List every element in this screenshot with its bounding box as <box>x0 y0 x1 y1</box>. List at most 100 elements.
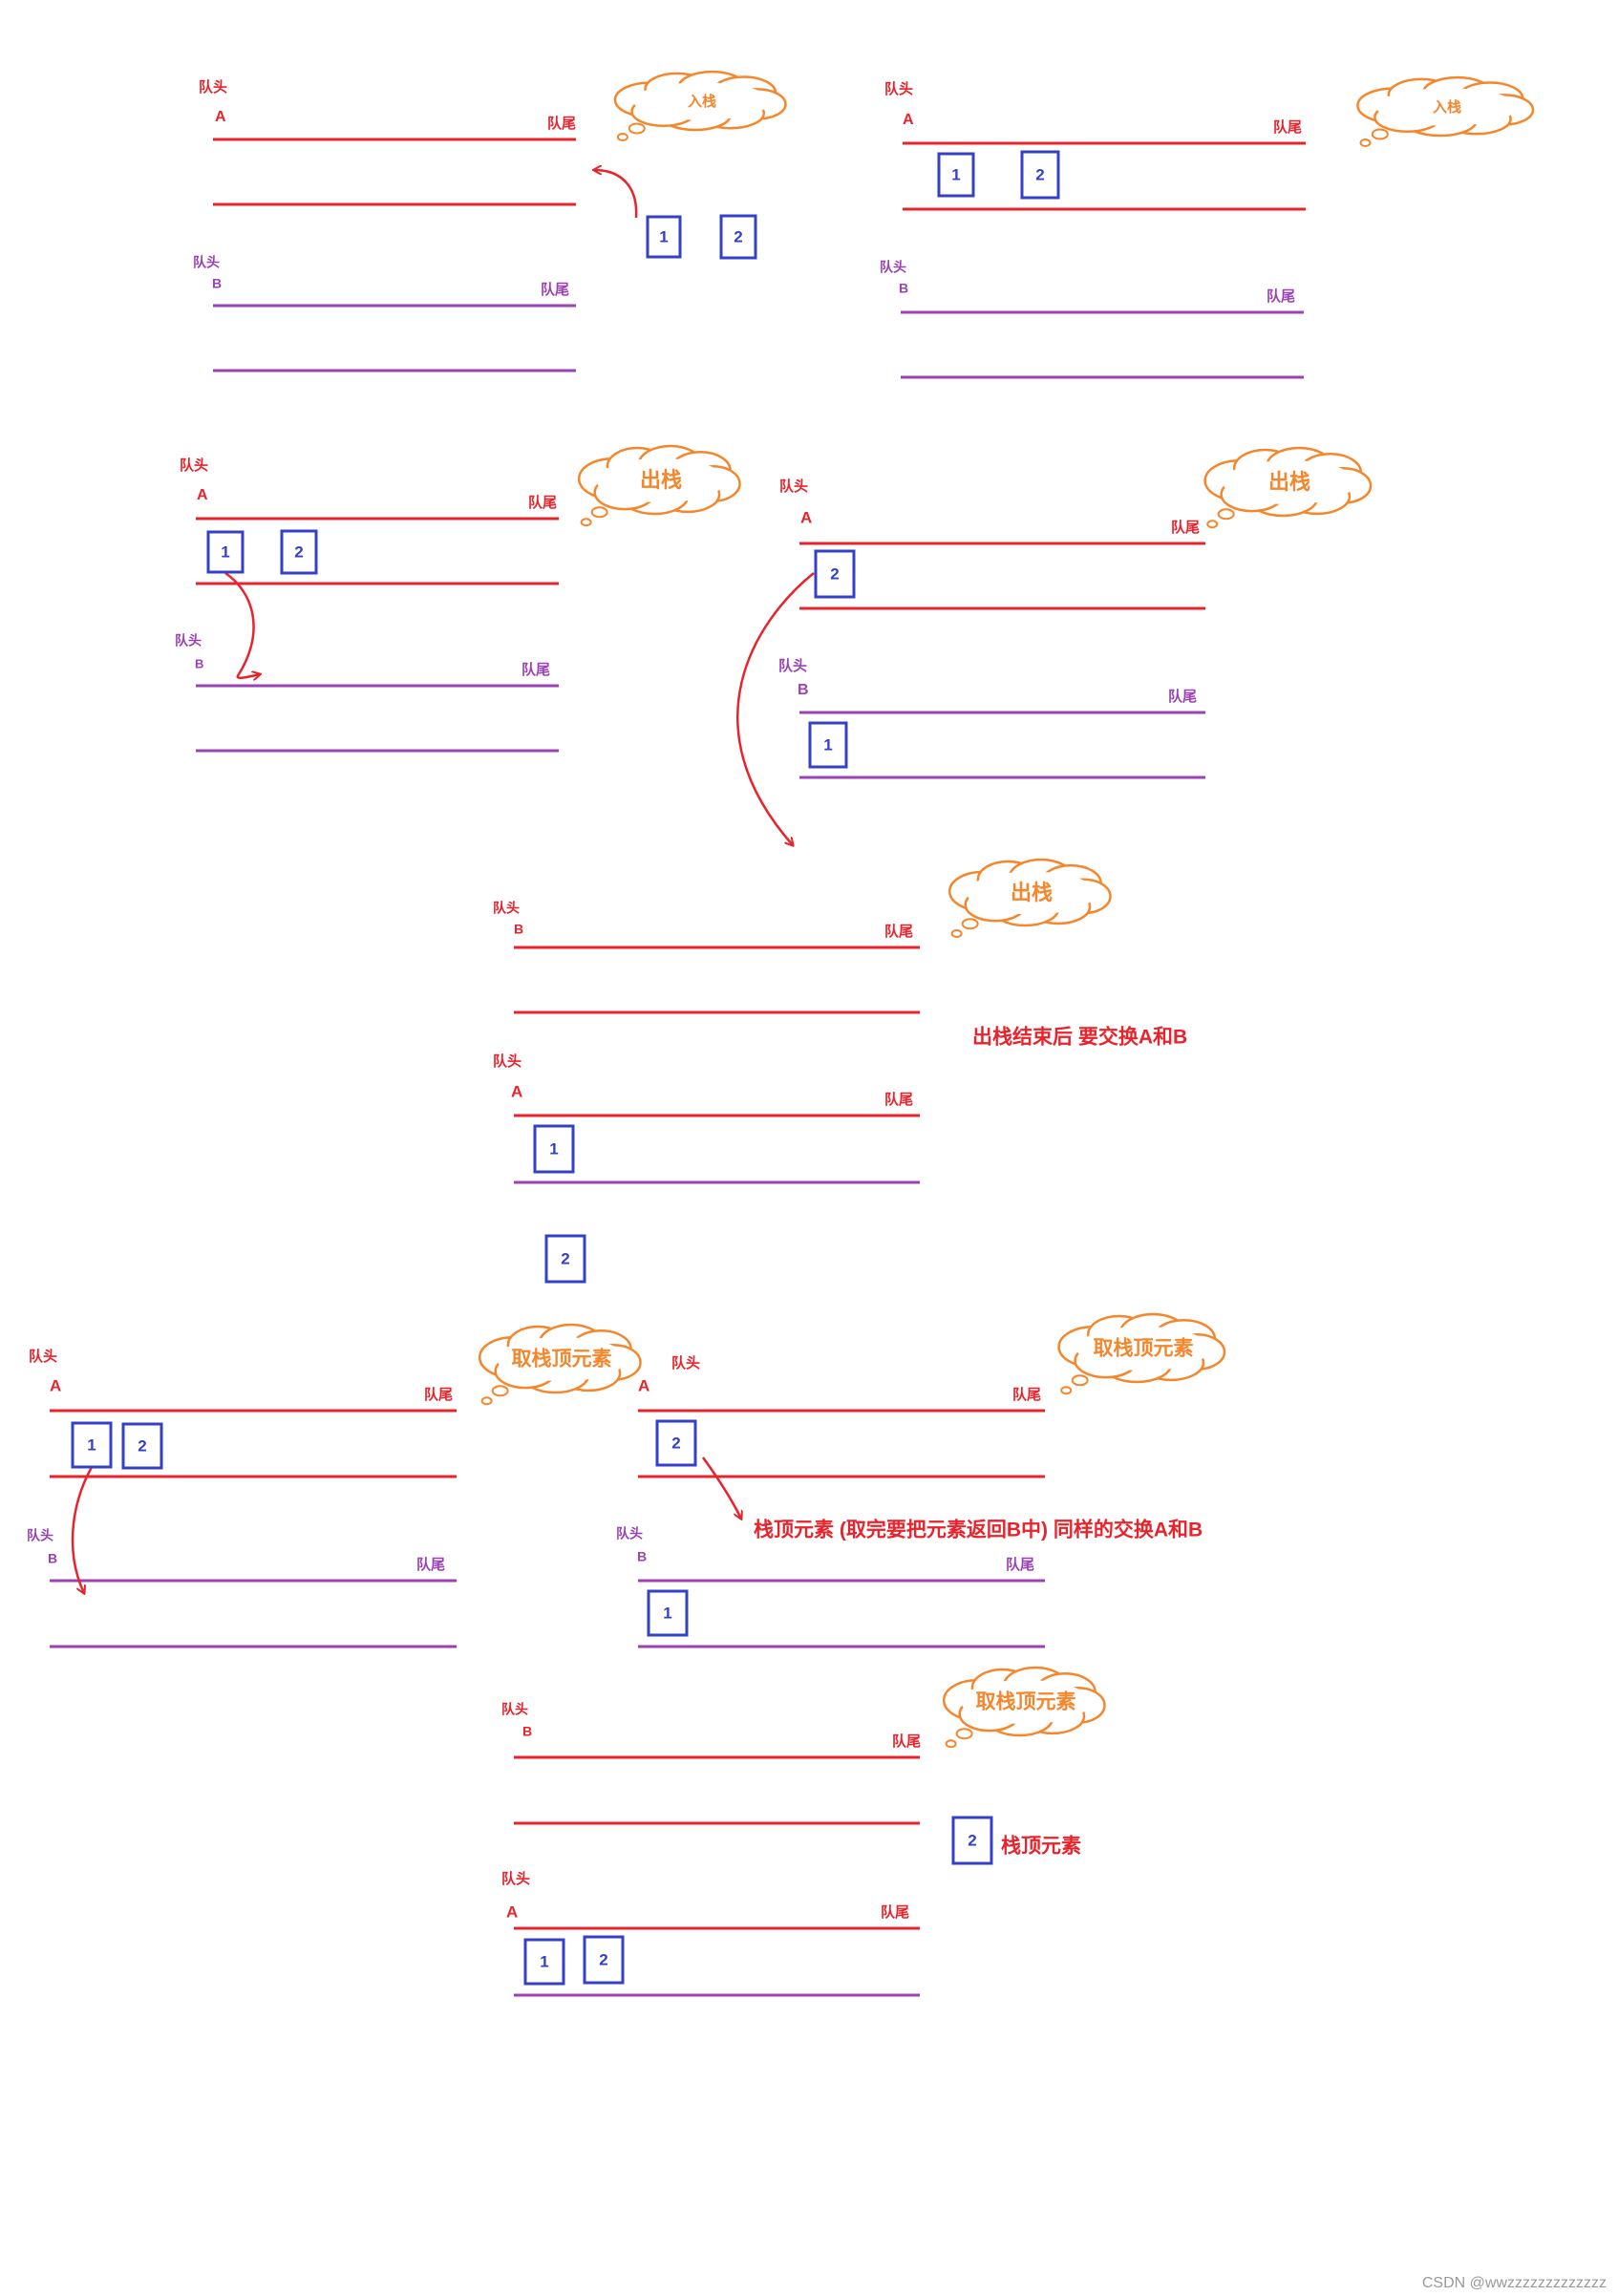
queue-name-label: A <box>638 1376 649 1394</box>
element-box-2-label: 2 <box>830 564 839 583</box>
queue-tail-label: 队尾 <box>1168 688 1197 705</box>
pop-bubble-1-label: 出栈 <box>640 468 682 492</box>
element-box-1 <box>533 1124 575 1174</box>
queue-tail-label: 队尾 <box>884 1091 913 1108</box>
queue-tail-label: 队尾 <box>884 923 913 940</box>
element-box-2 <box>814 549 856 599</box>
queue-head-label: 队头 <box>180 457 208 474</box>
element-box-2-label: 2 <box>138 1436 146 1455</box>
pop-bubble-3-fill <box>967 871 1096 915</box>
pop-bubble-3-label: 出栈 <box>1011 881 1053 904</box>
csdn-watermark: CSDN @wwzzzzzzzzzzzzz <box>1421 2275 1607 2291</box>
element-box-2-label: 2 <box>671 1434 680 1452</box>
queue-tail-label: 队尾 <box>416 1556 445 1573</box>
element-box-1 <box>647 1589 689 1637</box>
pop-bubble-1 <box>577 444 741 527</box>
peek-bubble-2-label: 取栈顶元素 <box>1094 1337 1194 1360</box>
swap-after-pop-note: 出栈结束后 要交换A和B <box>972 1026 1187 1049</box>
peek-bubble-1 <box>478 1323 642 1406</box>
queue-tail-label: 队尾 <box>1006 1556 1034 1573</box>
queue-name-label: A <box>800 508 812 526</box>
element-box-2 <box>583 1935 625 1985</box>
queue-head-label: 队头 <box>493 901 520 916</box>
top-return-swap-note: 栈顶元素 (取完要把元素返回B中) 同样的交换A和B <box>754 1519 1203 1541</box>
push-bubble-1-label: 入栈 <box>688 93 716 110</box>
queue-tail-label: 队尾 <box>1171 519 1200 536</box>
element-box-2 <box>655 1419 697 1467</box>
peek-bubble-2 <box>1057 1312 1226 1395</box>
peek-bubble-2-tail-puff-small <box>1060 1386 1073 1395</box>
queue-name-label: A <box>903 112 914 128</box>
element-box-2-label: 2 <box>294 542 303 561</box>
queue-head-label: 队头 <box>501 1702 528 1717</box>
queue-tail-label: 队尾 <box>1267 287 1295 305</box>
top-element-note: 栈顶元素 <box>1001 1835 1081 1858</box>
peek-bubble-3-label: 取栈顶元素 <box>976 1690 1076 1713</box>
peek-arrow-1 <box>71 1466 94 1593</box>
peek-bubble-2-fill <box>1076 1326 1210 1371</box>
queue-head-label: 队头 <box>501 1870 530 1887</box>
pop-bubble-3-tail-puff-small <box>950 929 963 938</box>
peek-bubble-3 <box>942 1666 1106 1749</box>
queue-tail-label: 队尾 <box>892 1733 921 1750</box>
queue-name-label: A <box>215 109 226 125</box>
queue-name-label: B <box>212 276 222 291</box>
push-bubble-2 <box>1356 75 1535 147</box>
pop-bubble-2-tail-puff <box>1217 508 1235 521</box>
element-box-1 <box>808 721 848 769</box>
push-bubble-2-tail-puff <box>1371 128 1389 140</box>
push-arrow <box>594 170 638 219</box>
queue-head-label: 队头 <box>175 633 202 648</box>
pop-bubble-1-tail-puff-small <box>580 518 592 527</box>
queue-name-label: B <box>48 1551 57 1566</box>
queue-tail-label: 队尾 <box>424 1386 453 1403</box>
element-box-1-label: 1 <box>663 1604 671 1622</box>
element-box-2 <box>719 214 757 260</box>
peek-bubble-2-tail-puff <box>1071 1374 1089 1387</box>
push-bubble-2-label: 入栈 <box>1433 98 1461 116</box>
queue-name-label: A <box>197 487 208 503</box>
element-box-1-label: 1 <box>87 1435 96 1454</box>
element-box-1-label: 1 <box>221 542 229 561</box>
element-box-1 <box>71 1421 113 1469</box>
queue-name-label: B <box>899 281 908 296</box>
element-box-2-label: 2 <box>599 1950 607 1968</box>
pop-arrow-1 <box>224 571 260 678</box>
queue-tail-label: 队尾 <box>541 281 569 298</box>
push-bubble-1-tail-puff <box>628 122 646 135</box>
pop-arrow-2 <box>736 572 815 845</box>
queue-head-label: 队头 <box>884 80 913 97</box>
push-bubble-2-fill <box>1376 88 1518 126</box>
element-box-2 <box>1020 150 1060 200</box>
queue-name-label: A <box>511 1082 522 1100</box>
queue-head-label: 队头 <box>29 1348 57 1365</box>
push-bubble-2-tail-puff-small <box>1359 138 1372 147</box>
pop-bubble-3 <box>947 858 1112 938</box>
element-box-2 <box>951 1816 993 1865</box>
queue-head-label: 队头 <box>778 657 807 674</box>
pop-bubble-2-tail-puff-small <box>1206 520 1219 529</box>
element-box-1-label: 1 <box>540 1952 548 1970</box>
queue-tail-label: 队尾 <box>1012 1386 1041 1403</box>
queue-head-label: 队头 <box>779 478 808 495</box>
queue-name-label: B <box>514 922 523 937</box>
element-box-2 <box>280 529 318 575</box>
pop-bubble-2 <box>1203 446 1373 529</box>
queue-head-label: 队头 <box>193 255 220 270</box>
element-box-1-label: 1 <box>659 227 668 245</box>
pop-bubble-2-label: 出栈 <box>1268 470 1310 494</box>
element-box-1 <box>523 1938 565 1986</box>
queue-name-label: A <box>506 1903 518 1921</box>
queue-head-label: 队头 <box>671 1354 700 1371</box>
queue-tail-label: 队尾 <box>1273 118 1302 136</box>
peek-bubble-1-tail-puff-small <box>480 1396 493 1406</box>
element-box-1-label: 1 <box>549 1139 558 1158</box>
peek-bubble-1-tail-puff <box>491 1385 509 1397</box>
queue-head-label: 队头 <box>493 1052 522 1070</box>
element-box-2-label: 2 <box>561 1249 569 1267</box>
queue-tail-label: 队尾 <box>881 1903 909 1921</box>
queue-tail-label: 队尾 <box>528 494 557 511</box>
pop-bubble-1-fill <box>596 457 726 503</box>
queue-name-label: B <box>637 1549 647 1564</box>
